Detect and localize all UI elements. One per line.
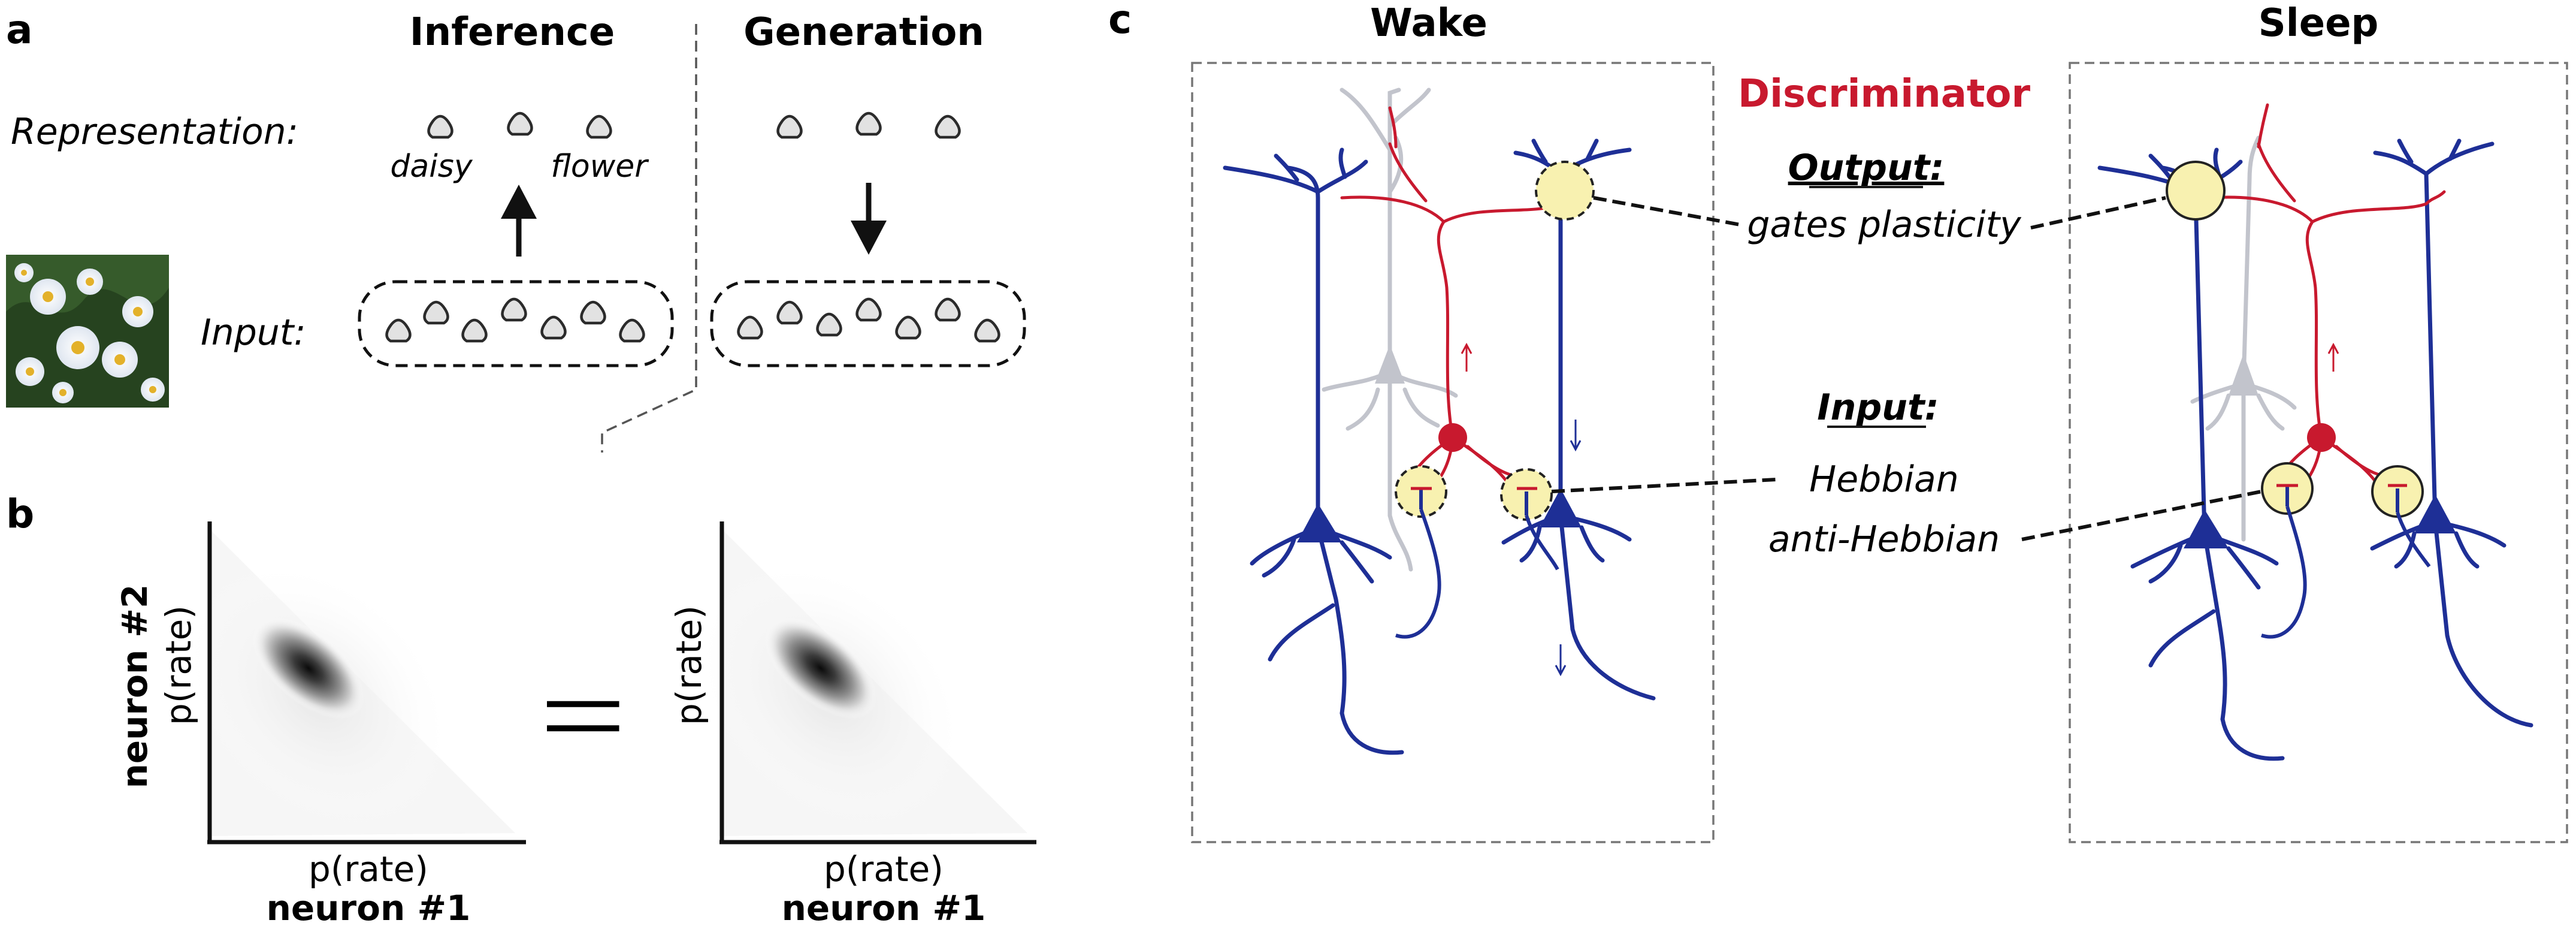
right-ylabel: p(rate) bbox=[669, 605, 709, 725]
left-ylabel-bottom: p(rate) bbox=[158, 605, 199, 725]
representation-label: Representation: bbox=[11, 111, 298, 153]
sleep-antihebbian-synapse bbox=[2371, 465, 2431, 568]
rep-node-inference-3 bbox=[588, 116, 611, 137]
rep-node-inference-2 bbox=[509, 113, 532, 134]
hebbian-text: Hebbian bbox=[1809, 459, 1959, 500]
left-xlabel-top: p(rate) bbox=[309, 849, 428, 889]
rep-node-generation-2 bbox=[857, 113, 881, 134]
wake-flow-arrows-blue bbox=[1555, 420, 1582, 677]
input-box-inference bbox=[358, 280, 674, 367]
daisy-label: daisy bbox=[390, 149, 473, 185]
right-plot-axes bbox=[719, 521, 1036, 845]
sleep-blue-neuron-left bbox=[2097, 147, 2285, 761]
inference-up-arrow bbox=[501, 185, 537, 257]
wake-antihebbian-synapse bbox=[1500, 468, 1559, 571]
left-plot-axes bbox=[207, 521, 526, 845]
input-nodes-inference bbox=[387, 299, 644, 341]
rep-node-generation-3 bbox=[936, 116, 960, 137]
density-plot-right bbox=[693, 526, 1027, 836]
sleep-circuit bbox=[2097, 103, 2533, 761]
antihebbian-text: anti-Hebbian bbox=[1768, 518, 2000, 560]
output-heading: Output: bbox=[1788, 147, 1945, 189]
input-nodes-generation bbox=[739, 299, 999, 341]
wake-gray-neuron bbox=[1322, 88, 1458, 572]
discriminator-label: Discriminator bbox=[1738, 72, 2031, 116]
wake-blue-neuron-right bbox=[1501, 138, 1656, 701]
wake-box bbox=[1191, 62, 1715, 843]
sleep-gray-neuron bbox=[2190, 135, 2297, 542]
left-xlabel-bottom: neuron #1 bbox=[267, 888, 471, 928]
equals-sign: || bbox=[536, 692, 619, 741]
left-ylabel-top: neuron #2 bbox=[114, 584, 155, 789]
panel-b-letter: b bbox=[6, 491, 34, 537]
panel-a-letter: a bbox=[6, 7, 33, 53]
wake-hebbian-synapse bbox=[1395, 465, 1447, 639]
rep-node-generation-1 bbox=[778, 116, 802, 137]
inference-generation-divider bbox=[601, 24, 697, 453]
inference-title: Inference bbox=[410, 10, 615, 55]
rep-node-inference-1 bbox=[429, 116, 452, 137]
input-label: Input: bbox=[201, 312, 306, 354]
panel-c-letter: c bbox=[1108, 0, 1132, 43]
generation-down-arrow bbox=[851, 183, 887, 255]
daisy-photo bbox=[6, 255, 169, 408]
sleep-output-synapse bbox=[2166, 161, 2226, 221]
wake-circuit bbox=[1223, 88, 1656, 755]
wake-output-synapse bbox=[1535, 161, 1595, 221]
leader-lines bbox=[1551, 196, 2262, 541]
flower-label: flower bbox=[551, 149, 649, 185]
wake-blue-neuron-left bbox=[1223, 147, 1404, 755]
right-xlabel-bottom: neuron #1 bbox=[782, 888, 986, 928]
daisy-flowers bbox=[14, 263, 165, 403]
generation-title: Generation bbox=[743, 10, 984, 55]
output-text: gates plasticity bbox=[1747, 204, 2022, 246]
input-heading: Input: bbox=[1817, 387, 1939, 429]
sleep-flow-arrows bbox=[2327, 342, 2339, 372]
sleep-blue-neuron-right bbox=[2370, 138, 2533, 728]
right-xlabel-top: p(rate) bbox=[824, 849, 944, 889]
density-plot-left bbox=[181, 526, 515, 836]
sleep-box bbox=[2069, 62, 2568, 843]
input-box-generation bbox=[710, 280, 1026, 367]
sleep-hebbian-synapse bbox=[2261, 462, 2314, 639]
wake-title: Wake bbox=[1370, 1, 1487, 46]
wake-flow-arrows bbox=[1461, 342, 1473, 372]
sleep-title: Sleep bbox=[2258, 1, 2379, 46]
